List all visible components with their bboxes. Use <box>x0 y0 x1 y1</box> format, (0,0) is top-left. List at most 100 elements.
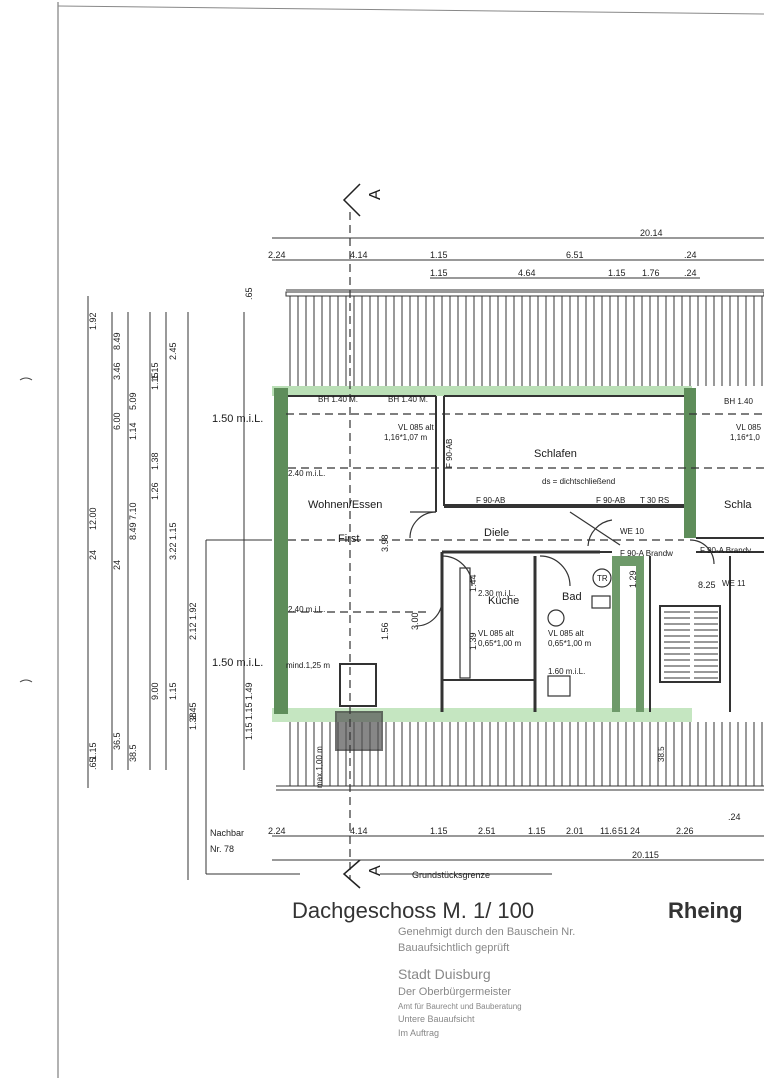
dim-top-e3: 1.15 <box>608 268 626 278</box>
dim-left-13: 1.15 <box>244 702 254 720</box>
dim-bot-11: .24 <box>728 812 741 822</box>
note-bh-1: BH 1.40 M. <box>318 395 358 404</box>
dim-left-17: 9.00 <box>150 682 160 700</box>
section-marker-bottom <box>342 859 361 889</box>
stamp-line-4: Der Oberbürgermeister <box>398 986 512 998</box>
dim-left-22: 36.5 <box>112 732 122 750</box>
roof-hatching-top <box>289 296 763 386</box>
note-240-bot: 2.40 m.i.L. <box>288 605 325 614</box>
stamp-line-7: Im Auftrag <box>398 1028 440 1038</box>
dim-left-15: 6.00 <box>112 412 122 430</box>
dim-left-9: 1.14 <box>128 422 138 440</box>
dim-top-4: 6.51 <box>566 250 584 260</box>
dim-left-7: 1.15 <box>88 742 98 760</box>
drawing-title: Dachgeschoss M. 1/ 100 <box>292 898 535 923</box>
stamp-line-2: Bauaufsichtlich geprüft <box>398 942 510 954</box>
dim-bot-1: 2.24 <box>268 826 286 836</box>
note-tr: TR <box>597 574 608 583</box>
dim-left-31: 1.15 <box>150 362 160 380</box>
dim-left-23: 38.5 <box>128 744 138 762</box>
stamp-line-1: Genehmigt durch den Bauschein Nr. <box>398 926 576 938</box>
dim-inner-156: 1.56 <box>380 622 390 640</box>
dim-left-24: 1.15 <box>150 372 160 390</box>
dim-top-3: 1.15 <box>430 250 448 260</box>
nachbar-number: Nr. 78 <box>210 844 234 854</box>
nachbar-label: Nachbar <box>210 828 244 838</box>
dim-left-26: 1.38 <box>188 712 198 730</box>
note-vl-2b: 0,65*1,00 m <box>478 639 521 648</box>
note-ds: ds = dichtschließend <box>542 477 615 486</box>
note-f90ab-1: F 90-AB <box>476 496 505 505</box>
note-vl-3b: 0,65*1,00 m <box>548 639 591 648</box>
dim-bot-6: 2.01 <box>566 826 584 836</box>
dim-left-28: 24 <box>88 550 98 560</box>
dim-bot-4: 2.51 <box>478 826 496 836</box>
note-f90a-brand-1: F 90-A Brandw <box>620 549 673 558</box>
stamp-line-3: Stadt Duisburg <box>398 966 491 982</box>
dim-bot-10: 2.26 <box>676 826 694 836</box>
label-first: First <box>338 533 359 545</box>
note-we10: WE 10 <box>620 527 645 536</box>
room-kueche: Küche <box>488 595 519 607</box>
note-f90a-brand-2: F 90-A Brandv <box>700 546 751 555</box>
dim-left-18: 2.45 <box>168 342 178 360</box>
dim-left-2: 5.09 <box>128 392 138 410</box>
dim-left-19: 2.45 <box>188 702 198 720</box>
dim-left-27: 1.15 <box>244 722 254 740</box>
note-we11: WE 11 <box>722 579 746 588</box>
note-vl-1b: 1,16*1,07 m <box>384 433 427 442</box>
dim-inner-139: 1.39 <box>468 632 478 650</box>
dim-left-4: 1.15 <box>168 522 178 540</box>
note-240-top: 2.40 m.i.L. <box>288 469 325 478</box>
room-wohnen-essen: Wohnen/Essen <box>308 499 382 511</box>
dim-left-10: 1.26 <box>150 482 160 500</box>
dim-left-29: 24 <box>112 560 122 570</box>
dim-inner-max: max.1,00 m <box>315 746 324 788</box>
dim-left-5: 1.92 <box>188 602 198 620</box>
dim-bot-3: 1.15 <box>430 826 448 836</box>
dim-top-e5: .24 <box>684 268 697 278</box>
dim-left-0: 12.00 <box>88 507 98 530</box>
drawing-title-right: Rheing <box>668 898 743 923</box>
note-vl-3: VL 085 alt <box>548 629 585 638</box>
dim-left-30: 8.49 <box>128 522 138 540</box>
room-schlafen: Schlafen <box>534 448 577 460</box>
dim-top-total: 20.14 <box>640 228 663 238</box>
dim-top-e4: 1.76 <box>642 268 660 278</box>
dim-inner-398: 3.98 <box>380 534 390 552</box>
section-label-bottom: A <box>367 865 384 876</box>
dim-top-2: 4.14 <box>350 250 368 260</box>
note-vl-4b: 1,16*1,0 <box>730 433 760 442</box>
stamp-line-6: Untere Bauaufsicht <box>398 1014 475 1024</box>
dim-bot-2: 4.14 <box>350 826 368 836</box>
note-vl-2: VL 085 alt <box>478 629 515 638</box>
dim-inner-144: 1.44 <box>468 574 478 592</box>
room-bad: Bad <box>562 591 582 603</box>
dim-left-16: 7.10 <box>128 502 138 520</box>
dim-top-1: 2.24 <box>268 250 286 260</box>
room-schla: Schla <box>724 499 752 511</box>
dim-top-e2: 4.64 <box>518 268 536 278</box>
note-bh-2: BH 1.40 M. <box>388 395 428 404</box>
dim-inner-825: 8.25 <box>698 580 716 590</box>
section-label-top: A <box>367 189 384 200</box>
dim-left-8: 3.46 <box>112 362 122 380</box>
dim-bot-8: 51 <box>618 826 628 836</box>
note-bh-3: BH 1.40 <box>724 397 753 406</box>
interior-walls <box>288 395 764 751</box>
dim-inner-230: 2.30 m.i.L. <box>478 589 515 598</box>
note-vl-1: VL 085 alt <box>398 423 435 432</box>
note-mind: mind.1,25 m <box>286 661 330 670</box>
dim-left-1: 8.49 <box>112 332 122 350</box>
dim-bot-5: 1.15 <box>528 826 546 836</box>
property-line-label: Grundstücksgrenze <box>412 870 490 880</box>
dim-left-6: 1.49 <box>244 682 254 700</box>
dim-left-14: 1.92 <box>88 312 98 330</box>
dim-inner-385: 38.5 <box>657 746 666 762</box>
note-f90ab-2: F 90-AB <box>596 496 625 505</box>
note-150-bot: 1.50 m.i.L. <box>212 657 263 669</box>
dim-bot-total: 20.115 <box>632 850 659 860</box>
dim-left-25: 1.15 <box>168 682 178 700</box>
stamp-line-5: Amt für Baurecht und Bauberatung <box>398 1002 522 1011</box>
